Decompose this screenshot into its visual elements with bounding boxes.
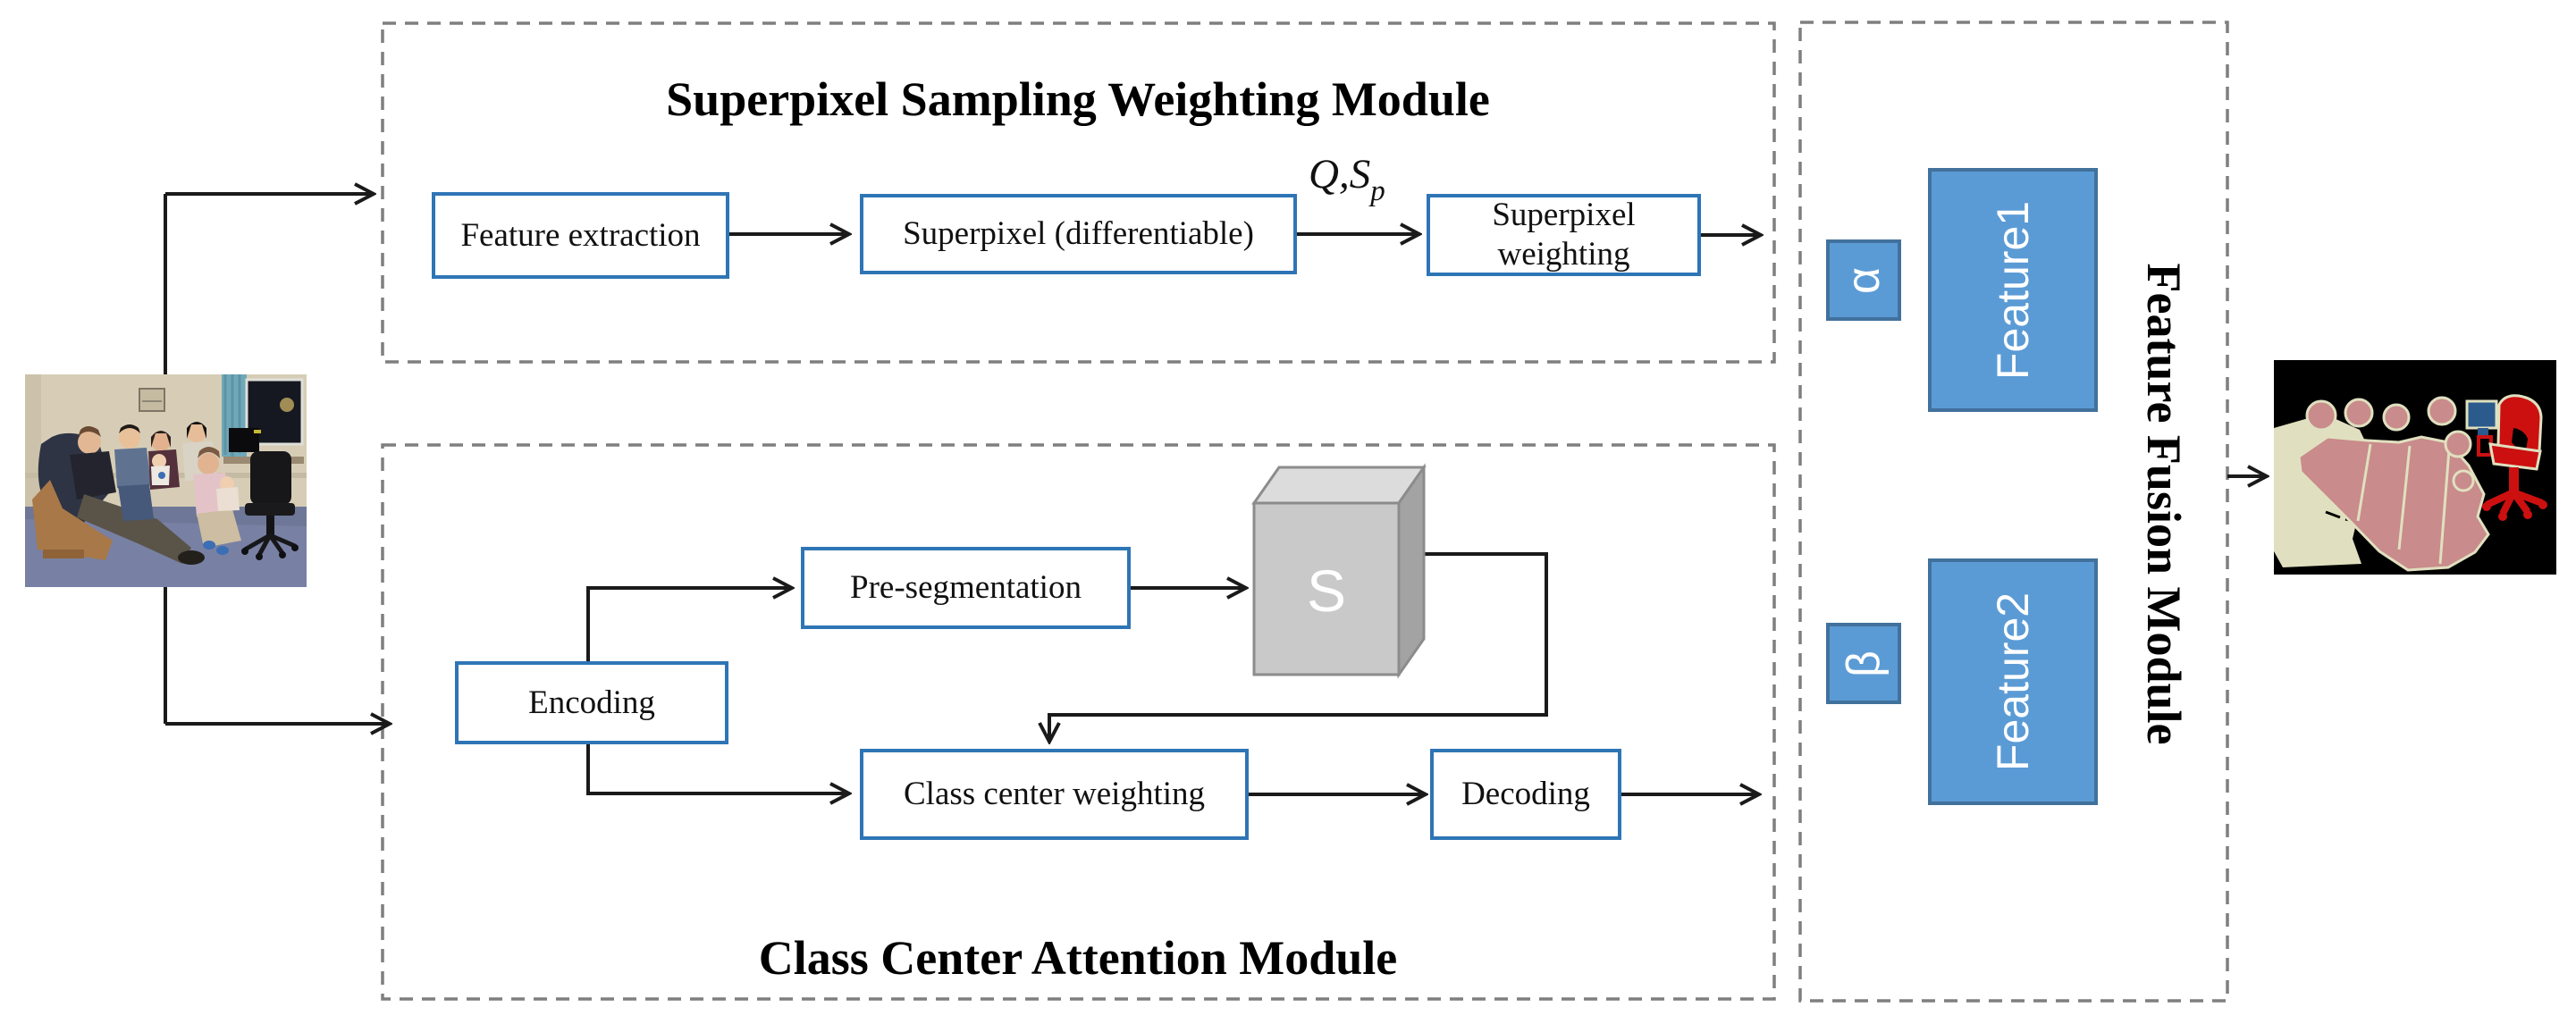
superpixel-differentiable-box: Superpixel (differentiable) [860, 194, 1297, 274]
segmentation-output-image [2274, 360, 2556, 575]
cube-label: S [1307, 558, 1346, 624]
arrow-cube-to-class-center-weighting [1049, 552, 1548, 742]
feature-extraction-box: Feature extraction [432, 192, 729, 279]
beta-label: β [1837, 650, 1890, 677]
encoding-box: Encoding [455, 661, 728, 744]
decoding-box: Decoding [1430, 749, 1621, 840]
feature1-box: Feature1 [1928, 168, 2098, 412]
arrow-encoding-to-class-center-weighting [586, 744, 849, 793]
s-cube: S [1251, 463, 1427, 679]
superpixel-differentiable-label: Superpixel (differentiable) [903, 215, 1254, 253]
feature-fusion-module-border [1798, 21, 2229, 1003]
feature-extraction-label: Feature extraction [460, 216, 701, 254]
alpha-weight-box: α [1826, 239, 1901, 321]
superpixel-module-title: Superpixel Sampling Weighting Module [666, 72, 1490, 126]
alpha-label: α [1838, 266, 1890, 294]
class-center-weighting-label: Class center weighting [903, 776, 1206, 813]
superpixel-weighting-label: Superpixel weighting [1492, 197, 1636, 273]
beta-weight-box: β [1826, 623, 1901, 704]
superpixel-weighting-box: Superpixel weighting [1427, 194, 1701, 276]
feature1-label: Feature1 [1988, 200, 2038, 380]
class-center-weighting-box: Class center weighting [860, 749, 1249, 840]
decoding-label: Decoding [1461, 776, 1590, 813]
class-center-module-border [381, 443, 1776, 1001]
arrow-encoding-to-presegmentation [586, 588, 792, 661]
q-sp-main: Q,S [1309, 151, 1371, 197]
encoding-label: Encoding [528, 684, 655, 721]
q-sp-signal-label: Q,Sp [1309, 150, 1385, 208]
input-image [25, 374, 307, 587]
superpixel-module-border [381, 21, 1776, 364]
pre-segmentation-label: Pre-segmentation [850, 569, 1082, 607]
pre-segmentation-box: Pre-segmentation [801, 547, 1131, 629]
feature-fusion-module-title: Feature Fusion Module [2137, 263, 2191, 745]
class-center-module-title: Class Center Attention Module [758, 931, 1398, 985]
feature2-label: Feature2 [1988, 592, 2038, 772]
feature2-box: Feature2 [1928, 558, 2098, 805]
q-sp-subscript: p [1370, 175, 1385, 207]
